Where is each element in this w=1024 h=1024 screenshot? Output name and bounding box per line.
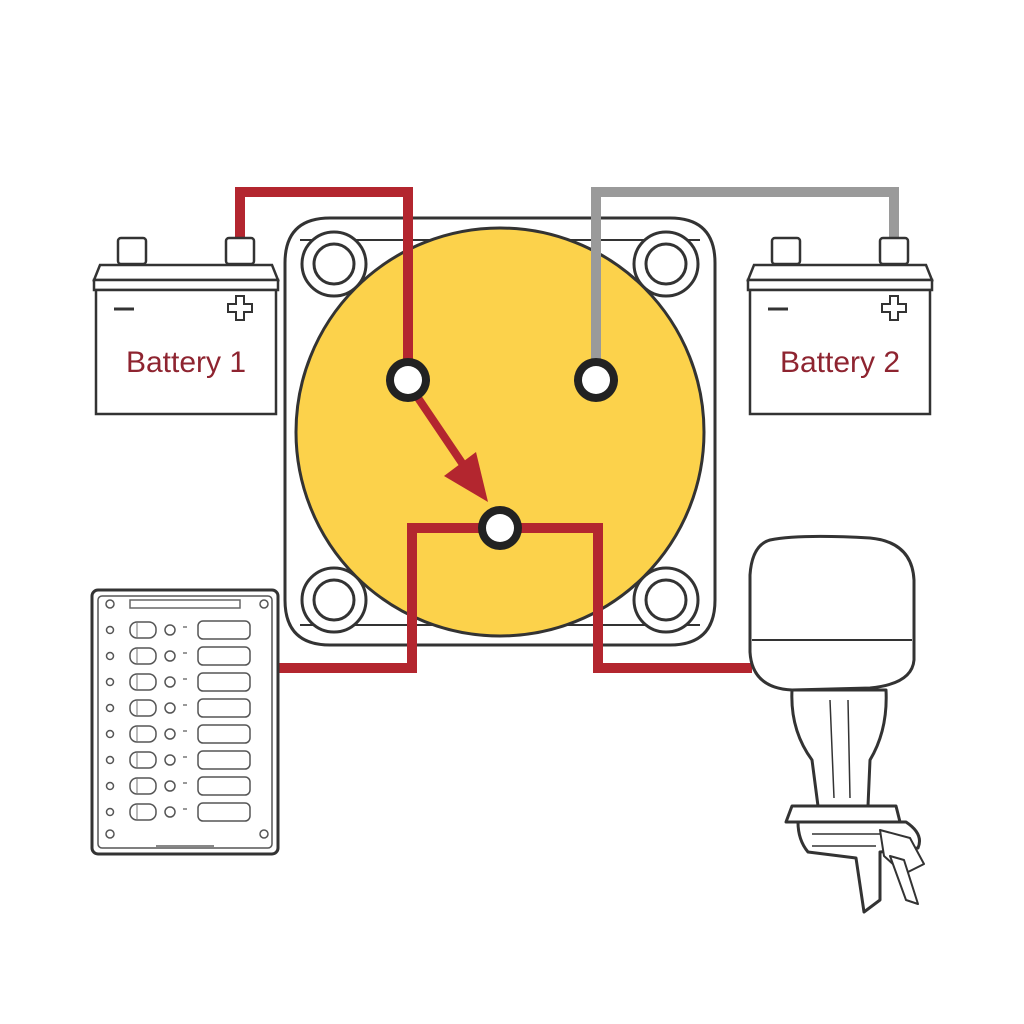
battery-selector-switch (294, 226, 706, 638)
mounting-bolt (300, 230, 368, 298)
panel-breaker-row (105, 724, 251, 744)
panel-breaker-row (105, 750, 251, 770)
panel-breaker-row (105, 620, 251, 640)
panel-breaker-row (105, 698, 251, 718)
panel-breaker-row (105, 672, 251, 692)
battery1-positive-wire (235, 187, 413, 380)
battery-1-label: Battery 1 (126, 346, 246, 379)
terminal-battery1 (386, 358, 430, 402)
battery2-positive-wire (591, 187, 899, 380)
battery-icon (746, 236, 934, 416)
battery-icon (92, 236, 280, 416)
terminal-common (478, 506, 522, 550)
selection-arrow (410, 389, 488, 502)
panel-breaker-row (105, 802, 251, 822)
battery-2-label: Battery 2 (780, 346, 900, 379)
panel-breaker-row (105, 776, 251, 796)
mounting-bolt (632, 566, 700, 634)
mounting-bolt (632, 230, 700, 298)
terminal-battery2 (574, 358, 618, 402)
outboard-motor-icon (748, 534, 925, 914)
panel-breaker-row (105, 646, 251, 666)
battery-1: Battery 1 (92, 236, 280, 416)
battery-2: Battery 2 (746, 236, 934, 416)
motor-feed-wire (498, 523, 752, 673)
panel-feed-wire (276, 523, 498, 673)
mounting-bolt (300, 566, 368, 634)
switch-panel-icon (90, 588, 280, 856)
